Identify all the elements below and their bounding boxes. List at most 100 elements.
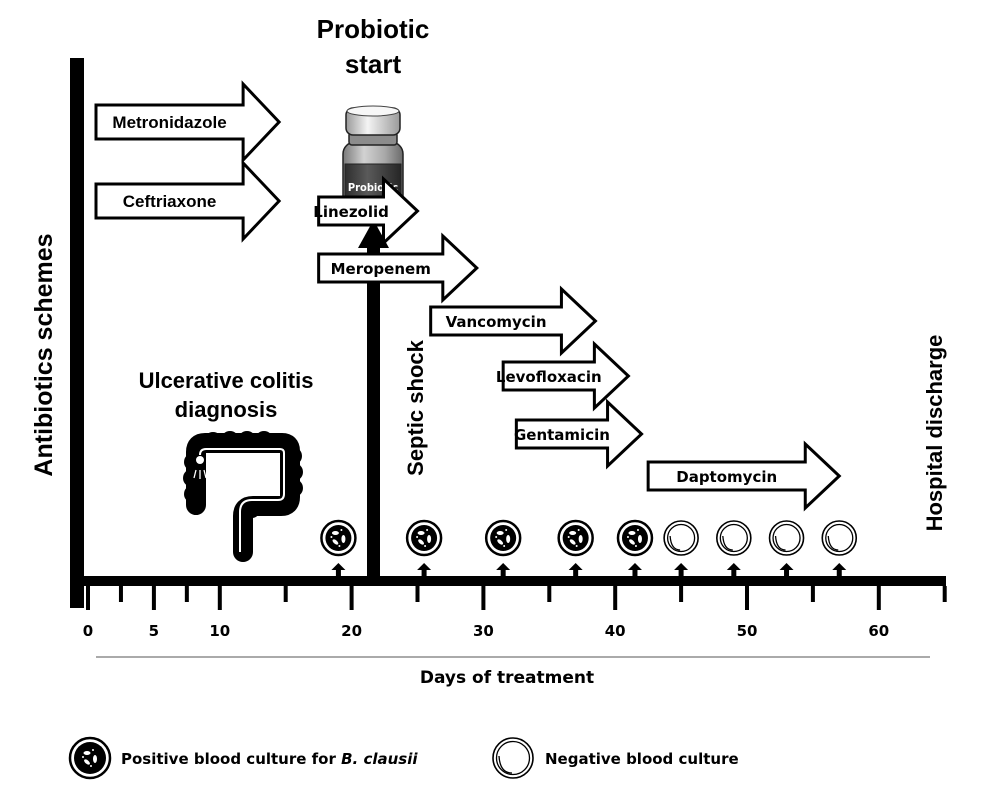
blood-culture bbox=[484, 519, 522, 577]
blood-culture bbox=[616, 519, 654, 577]
major-tick bbox=[745, 586, 749, 610]
major-tick bbox=[151, 586, 156, 610]
uc-diagnosis-title: Ulcerative colitis bbox=[139, 368, 314, 393]
minor-tick bbox=[184, 586, 189, 602]
x-tick-label: 60 bbox=[868, 622, 889, 640]
culture-arrow-shaft bbox=[632, 568, 638, 577]
x-axis-label: Days of treatment bbox=[420, 668, 594, 688]
major-tick bbox=[86, 586, 90, 610]
minor-tick bbox=[547, 586, 552, 602]
septic-shock-label: Septic shock bbox=[403, 339, 428, 475]
major-tick bbox=[613, 586, 618, 610]
y-axis-bar bbox=[70, 58, 84, 608]
culture-arrow-shaft bbox=[421, 568, 427, 577]
minor-tick bbox=[415, 586, 420, 602]
antibiotic-arrow: Metronidazole bbox=[94, 80, 282, 164]
probiotic-start-arrow bbox=[358, 220, 389, 581]
culture-arrow-head bbox=[331, 563, 346, 570]
negative-culture-icon bbox=[663, 520, 699, 556]
x-tick-label: 5 bbox=[149, 622, 159, 640]
antibiotic-label: Daptomycin bbox=[676, 468, 777, 486]
antibiotic-arrow: Vancomycin bbox=[429, 285, 598, 357]
culture-arrow-shaft bbox=[335, 568, 341, 577]
arrow-shape bbox=[94, 80, 282, 164]
blood-cultures bbox=[320, 519, 858, 577]
antibiotic-arrows: MetronidazoleCeftriaxoneLinezolidMeropen… bbox=[94, 80, 842, 512]
culture-arrow-head bbox=[568, 563, 583, 570]
positive-culture-icon bbox=[68, 736, 112, 780]
negative-culture-icon bbox=[768, 520, 805, 556]
uc-diagnosis-title-line2: diagnosis bbox=[175, 397, 278, 422]
arrow-shape bbox=[317, 232, 479, 304]
antibiotic-label: Levofloxacin bbox=[496, 368, 602, 386]
culture-arrow-shaft bbox=[678, 568, 684, 577]
x-tick-label: 50 bbox=[737, 622, 758, 640]
minor-tick bbox=[810, 586, 815, 602]
x-axis-ticks bbox=[86, 586, 947, 610]
antibiotic-arrow: Levofloxacin bbox=[496, 340, 631, 412]
legend-negative-culture-icon bbox=[492, 737, 534, 779]
antibiotic-arrow: Meropenem bbox=[317, 232, 479, 304]
positive-culture-icon bbox=[320, 519, 357, 557]
antibiotic-arrow: Gentamicin bbox=[514, 398, 644, 470]
colon-icon bbox=[183, 431, 303, 562]
minor-tick bbox=[283, 586, 288, 602]
arrow-shape bbox=[514, 398, 644, 470]
positive-culture-icon bbox=[484, 519, 522, 557]
major-tick bbox=[349, 586, 354, 610]
arrow-shape bbox=[646, 440, 842, 512]
negative-culture-icon bbox=[716, 520, 752, 556]
negative-culture-icon bbox=[821, 520, 858, 556]
arrow-shape bbox=[429, 285, 598, 357]
antibiotic-label: Metronidazole bbox=[112, 113, 226, 132]
negative-culture-icon bbox=[492, 737, 534, 779]
culture-arrow-head bbox=[832, 563, 847, 570]
culture-arrow-shaft bbox=[784, 568, 790, 577]
antibiotic-label: Linezolid bbox=[313, 203, 389, 221]
probiotic-start-title-line2: start bbox=[345, 49, 402, 79]
culture-arrow-shaft bbox=[836, 568, 842, 577]
legend-positive-label: Positive blood culture for B. clausii bbox=[121, 750, 418, 768]
culture-arrow-shaft bbox=[731, 568, 737, 577]
y-axis-label: Antibiotics schemes bbox=[30, 233, 58, 476]
blood-culture bbox=[663, 520, 699, 577]
x-tick-label: 20 bbox=[341, 622, 362, 640]
positive-culture-icon bbox=[557, 519, 594, 557]
major-tick bbox=[217, 586, 222, 610]
x-axis-bar bbox=[70, 576, 946, 586]
blood-culture bbox=[405, 519, 443, 577]
minor-tick bbox=[118, 586, 123, 602]
minor-tick bbox=[942, 586, 947, 602]
minor-tick bbox=[679, 586, 684, 602]
arrow-shape bbox=[317, 175, 420, 247]
culture-arrow-head bbox=[779, 563, 794, 570]
culture-arrow-head bbox=[627, 563, 642, 570]
positive-culture-icon bbox=[405, 519, 443, 557]
hospital-discharge-label: Hospital discharge bbox=[922, 335, 947, 532]
blood-culture bbox=[320, 519, 357, 577]
culture-arrow-head bbox=[674, 563, 689, 570]
culture-arrow-head bbox=[496, 563, 511, 570]
blood-culture bbox=[716, 520, 752, 577]
legend-positive-culture-icon bbox=[68, 736, 112, 780]
x-tick-label: 0 bbox=[83, 622, 93, 640]
blood-culture bbox=[768, 520, 805, 577]
x-tick-label: 40 bbox=[605, 622, 626, 640]
antibiotic-label: Gentamicin bbox=[514, 426, 610, 444]
positive-culture-icon bbox=[616, 519, 654, 557]
antibiotic-label: Vancomycin bbox=[446, 313, 547, 331]
legend-negative-label: Negative blood culture bbox=[545, 750, 739, 768]
culture-arrow-head bbox=[417, 563, 432, 570]
antibiotic-label: Meropenem bbox=[331, 260, 431, 278]
blood-culture bbox=[557, 519, 594, 577]
major-tick bbox=[876, 586, 881, 610]
probiotic-start-title: Probiotic bbox=[317, 14, 430, 44]
culture-arrow-head bbox=[726, 563, 741, 570]
x-tick-label: 10 bbox=[209, 622, 230, 640]
antibiotic-label: Ceftriaxone bbox=[123, 192, 217, 211]
blood-culture bbox=[821, 520, 858, 577]
major-tick bbox=[481, 586, 486, 610]
antibiotic-arrow: Linezolid bbox=[313, 175, 420, 247]
